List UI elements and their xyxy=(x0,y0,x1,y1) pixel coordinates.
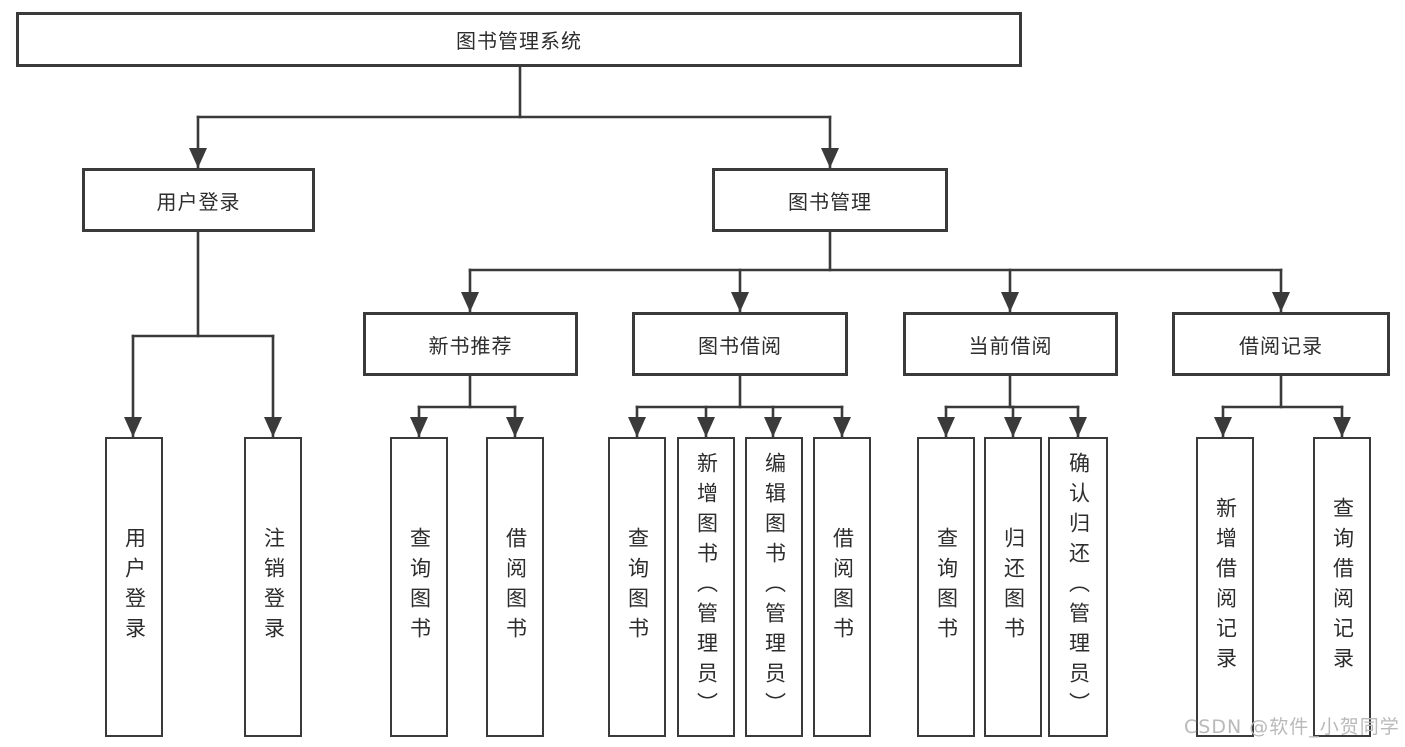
leaf-add-borrow-record: 新增借阅记录 xyxy=(1196,437,1254,737)
node-new-books: 新书推荐 xyxy=(363,312,578,376)
node-book-mgmt: 图书管理 xyxy=(712,168,948,232)
node-new-books-label: 新书推荐 xyxy=(428,333,513,358)
leaf-query-books-borrow: 查询图书 xyxy=(608,437,666,737)
leaf-logout-label: 注销登录 xyxy=(261,527,286,647)
leaf-query-borrow-record-label: 查询借阅记录 xyxy=(1330,497,1355,677)
node-current-borrow: 当前借阅 xyxy=(903,312,1118,376)
leaf-user-login: 用户登录 xyxy=(105,437,163,737)
node-borrow-records: 借阅记录 xyxy=(1172,312,1390,376)
node-book-borrow: 图书借阅 xyxy=(632,312,848,376)
node-user-login: 用户登录 xyxy=(82,168,315,232)
leaf-query-books-borrow-label: 查询图书 xyxy=(625,527,650,647)
leaf-user-login-label: 用户登录 xyxy=(122,527,147,647)
leaf-return-books-label: 归还图书 xyxy=(1001,527,1026,647)
leaf-borrow-books-new: 借阅图书 xyxy=(486,437,544,737)
node-root: 图书管理系统 xyxy=(16,12,1022,67)
leaf-query-books-new: 查询图书 xyxy=(390,437,448,737)
leaf-edit-books-admin-label: 编辑图书（管理员） xyxy=(762,452,787,722)
leaf-confirm-return-admin-label: 确认归还（管理员） xyxy=(1066,452,1091,722)
leaf-add-borrow-record-label: 新增借阅记录 xyxy=(1213,497,1238,677)
leaf-query-borrow-record: 查询借阅记录 xyxy=(1313,437,1371,737)
leaf-return-books: 归还图书 xyxy=(984,437,1042,737)
node-user-login-label: 用户登录 xyxy=(156,189,241,214)
leaf-borrow-books-borrow: 借阅图书 xyxy=(813,437,871,737)
leaf-query-books-current: 查询图书 xyxy=(917,437,975,737)
node-book-borrow-label: 图书借阅 xyxy=(698,333,782,358)
leaf-confirm-return-admin: 确认归还（管理员） xyxy=(1048,437,1108,737)
node-root-label: 图书管理系统 xyxy=(456,29,582,53)
leaf-borrow-books-new-label: 借阅图书 xyxy=(503,527,528,647)
node-borrow-records-label: 借阅记录 xyxy=(1239,333,1323,358)
leaf-add-books-admin: 新增图书（管理员） xyxy=(677,437,735,737)
leaf-edit-books-admin: 编辑图书（管理员） xyxy=(745,437,803,737)
node-book-mgmt-label: 图书管理 xyxy=(788,189,872,214)
leaf-add-books-admin-label: 新增图书（管理员） xyxy=(694,452,719,722)
leaf-query-books-current-label: 查询图书 xyxy=(934,527,959,647)
watermark: CSDN @软件_小贺同学 xyxy=(1184,716,1400,738)
leaf-logout: 注销登录 xyxy=(244,437,302,737)
node-current-borrow-label: 当前借阅 xyxy=(968,333,1053,358)
leaf-borrow-books-borrow-label: 借阅图书 xyxy=(830,527,855,647)
leaf-query-books-new-label: 查询图书 xyxy=(407,527,432,647)
